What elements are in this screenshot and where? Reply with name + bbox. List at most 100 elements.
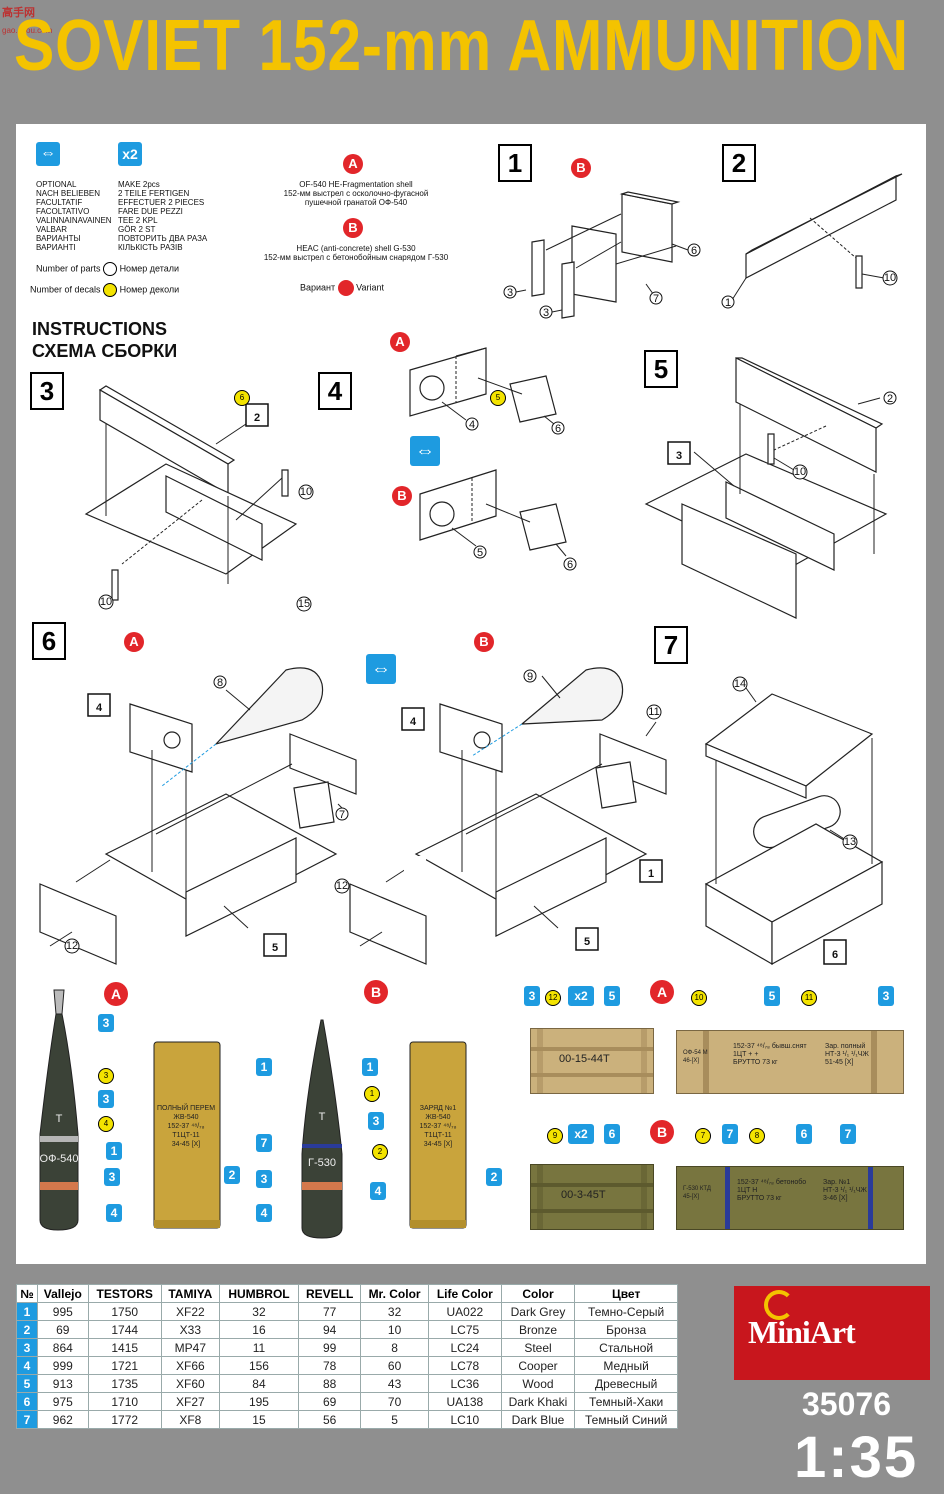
case-a-text-line: 34-45 [X] <box>171 1141 201 1148</box>
box-b-side-color-3: 7 <box>840 1124 856 1144</box>
box-b-decal: 9 <box>547 1128 563 1144</box>
box-b-top: 00-3-45T <box>530 1164 654 1230</box>
make2-legend-line: 2 TEILE FERTIGEN <box>118 189 190 198</box>
case-b-text-line: 34-45 [X] <box>423 1141 453 1148</box>
box-a-side-text-line: 46-[X] <box>683 1058 700 1064</box>
step-7-label: 7 <box>654 626 688 664</box>
box-a-color-2: 5 <box>604 986 620 1006</box>
color-table-cell: 1735 <box>87 1374 162 1393</box>
color-table-cell: Steel <box>500 1338 576 1357</box>
case-b-text-line: Т1ЦТ-11 <box>424 1132 452 1139</box>
step-1-callout: 3 <box>543 307 549 319</box>
box-a-side-text-line: 152-37 ⁴⁸/₇₈ бывш.снят <box>733 1043 807 1050</box>
color-table-header: Color <box>500 1284 576 1303</box>
case-b-decal: 5 <box>490 390 506 406</box>
case-a-color-1: 1 <box>256 1058 272 1076</box>
variant-a-line: 152-мм выстрел с осколочно-фугасной <box>283 189 429 198</box>
num-parts-legend: Number of parts Номер детали <box>36 262 179 276</box>
color-table-header: Life Color <box>427 1284 502 1303</box>
color-table-cell: 156 <box>218 1356 300 1375</box>
step-6-left-callout: 8 <box>217 677 223 689</box>
color-table-cell: LC24 <box>427 1338 502 1357</box>
step-1-callout: 7 <box>653 293 659 305</box>
make2-legend-line: GÖR 2 ST <box>118 225 156 234</box>
case-a-text-line: 152-37 ⁴⁸/₇₈ <box>167 1123 205 1130</box>
color-table-cell: Темный-Хаки <box>574 1392 678 1411</box>
box-a-side-decal-1: 10 <box>691 990 707 1006</box>
box-a-x2: x2 <box>568 986 594 1006</box>
box-a-side-text-line: 51-45 [X] <box>825 1059 854 1066</box>
color-table-cell: 70 <box>360 1392 429 1411</box>
make2-legend-line: EFFECTUER 2 PIECES <box>118 198 205 207</box>
make2-badge: x2 <box>118 142 142 166</box>
step-6-right-part-box: 4 <box>410 716 417 728</box>
shell-a-color-3: 1 <box>106 1142 122 1160</box>
step-1-callouts: 3 3 6 7 <box>503 243 701 319</box>
color-table-header: HUMBROL <box>218 1284 300 1303</box>
page-title: SOVIET 152-mm AMMUNITION <box>14 6 909 86</box>
step-4-callout: 5 <box>477 547 483 559</box>
shell-a-color-1: 3 <box>98 1014 114 1032</box>
box-b-side-text-line: Г-530 КТД <box>683 1186 711 1192</box>
box-a-side-color-1: 5 <box>764 986 780 1006</box>
step-3-callout: 10 <box>300 486 312 498</box>
color-table-cell: X33 <box>160 1320 220 1339</box>
step-6-right-part-box3: 1 <box>648 868 654 880</box>
shell-a-decal-2: 4 <box>98 1116 114 1132</box>
step-1-callout: 6 <box>691 245 697 257</box>
optional-legend-line: ВАРИАНТЫ <box>36 234 81 243</box>
optional-icon: ⇔ <box>36 142 60 166</box>
step-3-part-2 <box>245 403 269 427</box>
step-3-callout: 15 <box>298 598 310 610</box>
optional-legend-line: ВАРИАНТІ <box>36 243 76 252</box>
step-7-drawing: 14 13 6 <box>704 676 884 966</box>
step-4-variant-a: A <box>390 332 410 352</box>
step-4-label: 4 <box>318 372 352 410</box>
variant-a-line: пушечной гранатой ОФ-540 <box>304 198 408 207</box>
step-2-drawing: 1 10 <box>721 173 903 309</box>
variant-dot-icon <box>337 280 354 296</box>
step-4-callout: 6 <box>555 423 561 435</box>
step-1-callout: 3 <box>507 287 513 299</box>
shell-b-color-5: 4 <box>256 1204 272 1222</box>
step-4-drawing: 4 6 5 6 <box>409 347 577 571</box>
painting-variant-b: B <box>364 980 388 1004</box>
color-table-cell: Древесный <box>574 1374 678 1393</box>
color-table-cell: 56 <box>298 1410 362 1429</box>
color-table-cell: 10 <box>360 1320 429 1339</box>
color-table-cell: 94 <box>298 1320 362 1339</box>
shell-b-color-6: 4 <box>370 1182 386 1200</box>
color-table-cell: Wood <box>500 1374 576 1393</box>
color-table-cell: 1750 <box>87 1302 162 1321</box>
color-table-cell: 69 <box>37 1320 89 1339</box>
color-table-index: 3 <box>16 1338 38 1357</box>
optional-legend-line: VALINNAINAVAINEN <box>36 216 112 225</box>
step-1-drawing: 3 3 6 7 <box>503 191 701 319</box>
box-b-side-text-line: 45-[X] <box>683 1194 700 1200</box>
step-3-drawing: 2 10 10 15 <box>84 385 314 612</box>
box-a-side-text-line: БРУТТО 73 кг <box>733 1059 778 1066</box>
optional-legend-line: FACOLTATIVO <box>36 207 90 216</box>
instructions-title: INSTRUCTIONS СХЕМА СБОРКИ <box>32 319 178 361</box>
make2-legend-line: ПОВТОРИТЬ ДВА РАЗА <box>118 234 208 243</box>
color-table-cell: 1744 <box>87 1320 162 1339</box>
color-table-cell: 11 <box>218 1338 300 1357</box>
color-table-cell: 43 <box>360 1374 429 1393</box>
step-6-left-callout: 7 <box>339 809 345 821</box>
part-circle-icon <box>103 262 118 276</box>
color-table-header: Цвет <box>574 1284 678 1303</box>
scale: 1:35 <box>794 1425 919 1490</box>
color-table-cell: Dark Grey <box>500 1302 576 1321</box>
box-a-side-text-line: НТ-3 ¹/₁ ¹/₁ЧЖ <box>825 1051 869 1058</box>
shell-b-t-text: T <box>319 1111 326 1123</box>
box-b-color: 6 <box>604 1124 620 1144</box>
color-table-cell: XF66 <box>160 1356 220 1375</box>
step-6-left-part-box: 4 <box>96 702 103 714</box>
